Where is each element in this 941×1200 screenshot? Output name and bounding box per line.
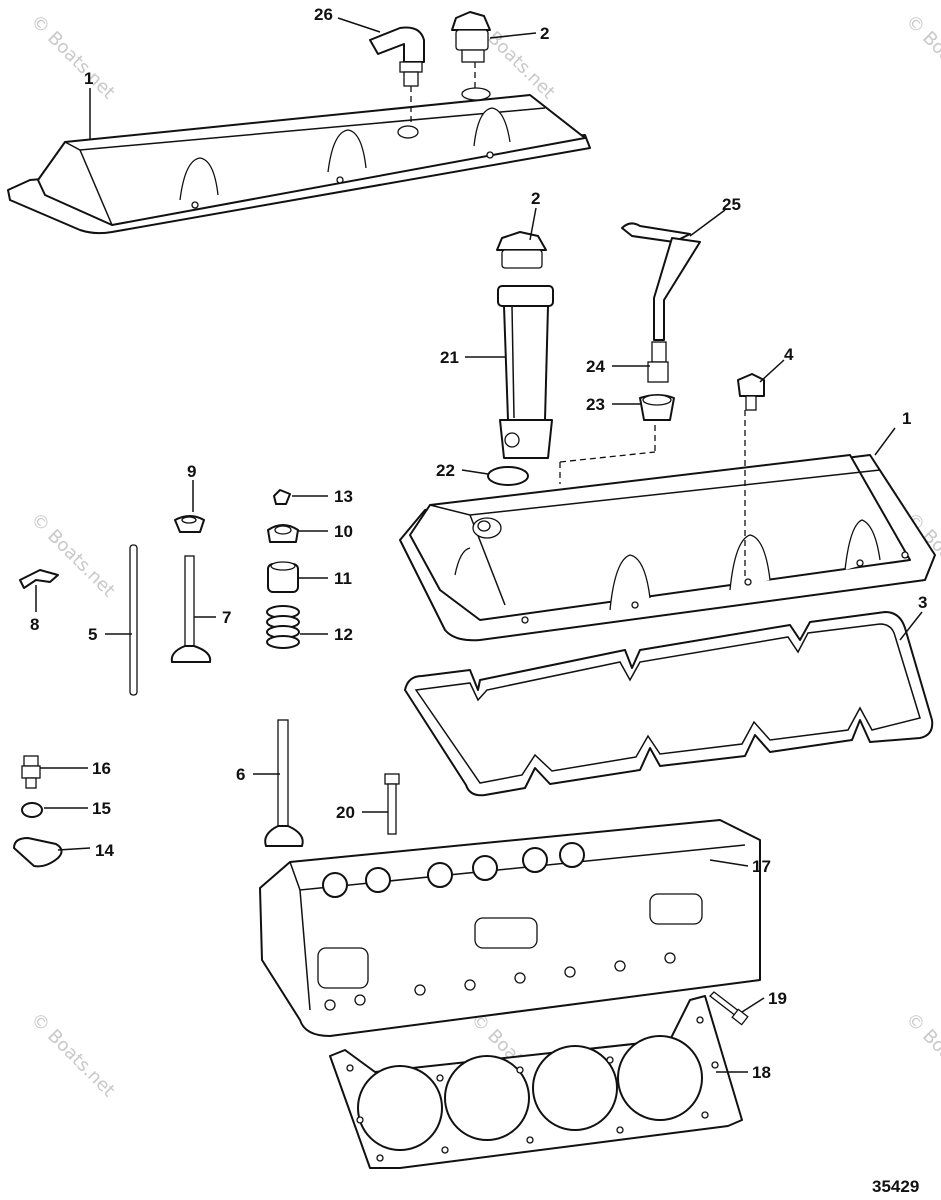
callout-5: 5 — [88, 625, 97, 644]
callout-17: 17 — [752, 857, 771, 876]
cap-10 — [267, 524, 299, 543]
callout-6: 6 — [236, 765, 245, 784]
bolt-4 — [737, 373, 765, 411]
spring-12 — [266, 605, 300, 649]
valve-cover-upper — [7, 87, 591, 235]
push-rod-5 — [129, 544, 138, 696]
callout-1-upper: 1 — [84, 69, 93, 88]
callout-11: 11 — [334, 569, 352, 588]
callout-8: 8 — [30, 615, 39, 634]
valve-cover-gasket-3 — [404, 611, 934, 797]
stud-16 — [21, 755, 41, 789]
callout-12: 12 — [334, 625, 353, 644]
callout-4: 4 — [784, 345, 794, 364]
bolt-20 — [384, 773, 400, 835]
callout-16: 16 — [92, 759, 111, 778]
o-ring-22 — [487, 466, 529, 486]
callout-labels: 1 1 2 2 3 4 5 6 7 8 9 10 11 12 13 14 15 … — [30, 5, 927, 1082]
leader-lines — [35, 17, 923, 1073]
callout-7: 7 — [222, 608, 231, 627]
callout-25: 25 — [722, 195, 741, 214]
callout-23: 23 — [586, 395, 605, 414]
valve-7 — [170, 555, 212, 663]
callout-24: 24 — [586, 357, 605, 376]
callout-1-lower: 1 — [902, 409, 911, 428]
watermark: © Boats.net — [26, 509, 118, 601]
valve-cover-lower — [399, 410, 936, 642]
bolt-19 — [709, 991, 749, 1026]
callout-20: 20 — [336, 803, 355, 822]
adaptor-24 — [647, 341, 669, 383]
grommet-23 — [639, 394, 675, 421]
oil-fill-tube-21 — [497, 285, 554, 459]
callout-18: 18 — [752, 1063, 771, 1082]
diagram-number: 35429 — [872, 1177, 919, 1196]
callout-21: 21 — [440, 348, 459, 367]
callout-2-lower: 2 — [531, 189, 540, 208]
oil-cap-2-upper — [451, 11, 491, 88]
watermark: © Boats.net — [901, 1009, 941, 1101]
rocker-arm-14 — [13, 837, 63, 868]
watermark: © Boats.net — [901, 11, 941, 103]
vent-tube-25 — [621, 222, 701, 341]
seal-11 — [267, 561, 299, 593]
valve-6 — [264, 719, 304, 847]
head-gasket-18 — [329, 995, 743, 1169]
callout-13: 13 — [334, 487, 353, 506]
callout-15: 15 — [92, 799, 111, 818]
oil-cap-2-lower — [496, 231, 547, 269]
callout-22: 22 — [436, 461, 455, 480]
rocker-8 — [19, 569, 59, 589]
keeper-13 — [273, 489, 291, 505]
elbow-fitting-26 — [369, 26, 425, 124]
callout-2-upper: 2 — [540, 24, 549, 43]
callout-19: 19 — [768, 989, 787, 1008]
callout-26: 26 — [314, 5, 333, 24]
callout-9: 9 — [187, 462, 196, 481]
watermark: © Boats.net — [26, 1009, 118, 1101]
cylinder-head-17 — [259, 819, 761, 1037]
callout-10: 10 — [334, 522, 353, 541]
retainer-9 — [174, 515, 205, 533]
callout-3: 3 — [918, 593, 927, 612]
callout-14: 14 — [95, 841, 114, 860]
watermark: © Boats.net — [26, 11, 118, 103]
pivot-ball-15 — [21, 802, 43, 818]
